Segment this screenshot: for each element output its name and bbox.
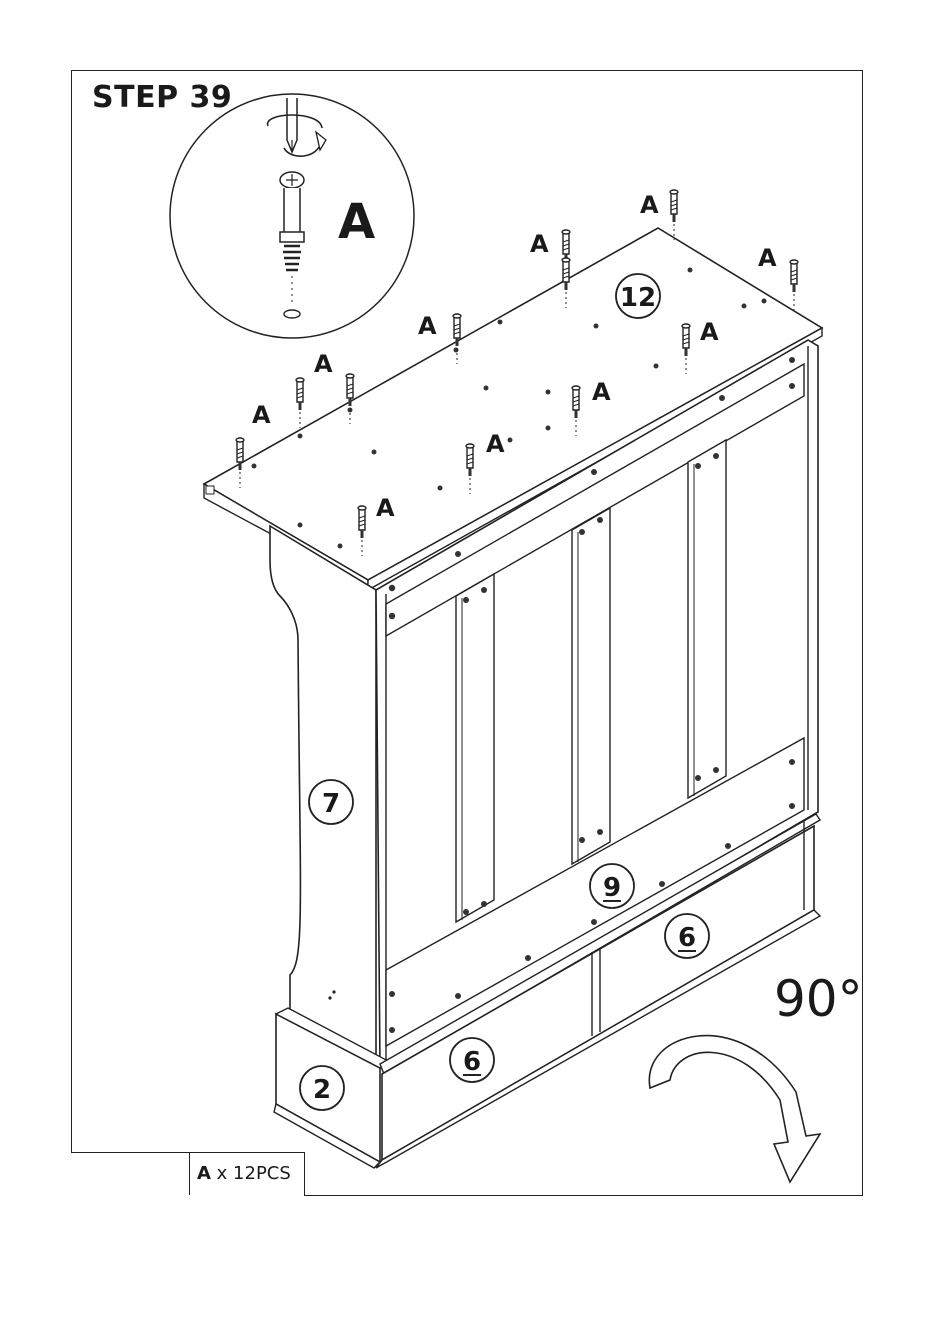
hardware-label: A	[418, 312, 437, 340]
svg-text:6: 6	[463, 1047, 481, 1077]
legend-quantity: x 12PCS	[217, 1163, 291, 1184]
hardware-label: A	[486, 430, 505, 458]
hardware-label: A	[640, 191, 659, 219]
detail-part-letter: A	[338, 194, 375, 250]
svg-text:9: 9	[603, 873, 621, 903]
legend-letter: A	[197, 1163, 211, 1184]
hardware-label: A	[252, 401, 271, 429]
screwdriver-icon	[287, 98, 297, 152]
hardware-label: A	[314, 350, 333, 378]
hardware-label: A	[592, 378, 611, 406]
rotate-arrow-icon	[649, 1036, 820, 1182]
legend-icon-cell	[71, 1153, 190, 1195]
svg-text:2: 2	[313, 1075, 331, 1105]
svg-text:7: 7	[322, 789, 340, 819]
detail-circle: A	[170, 94, 414, 338]
part-number-drawer-left: 6	[450, 1038, 494, 1082]
legend-text: A x 12PCS	[197, 1163, 291, 1184]
rotation-label: 90°	[774, 970, 863, 1028]
part-number-top: 12	[616, 274, 660, 318]
svg-text:6: 6	[678, 923, 696, 953]
part-number-base: 2	[300, 1066, 344, 1110]
part-number-side: 7	[309, 780, 353, 824]
hardware-legend: A x 12PCS	[71, 1152, 305, 1196]
hardware-label: A	[530, 230, 549, 258]
part-number-rail: 9	[590, 864, 634, 908]
svg-text:12: 12	[620, 283, 656, 313]
hardware-label: A	[700, 318, 719, 346]
part-number-drawer-right: 6	[665, 914, 709, 958]
hardware-label: A	[758, 244, 777, 272]
hardware-label: A	[376, 494, 395, 522]
